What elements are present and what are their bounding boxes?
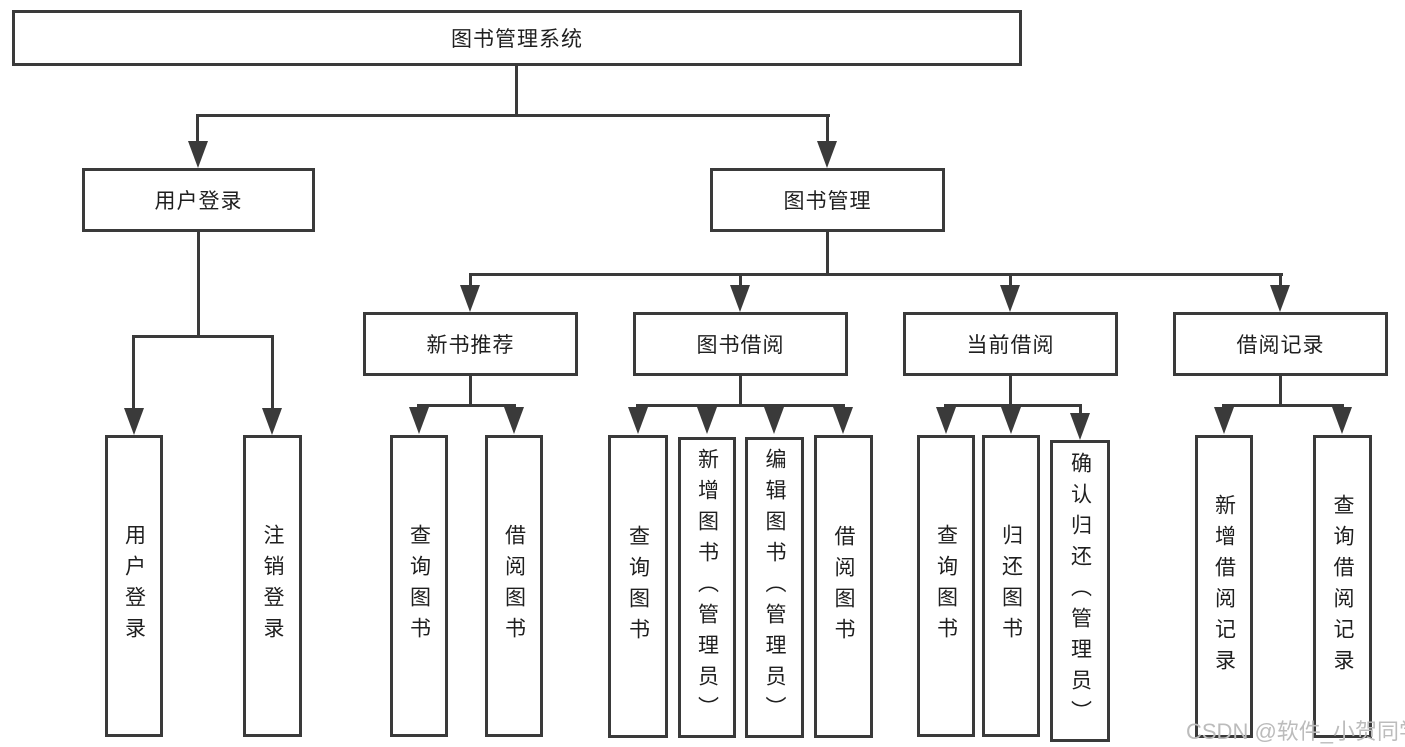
leaf-label: 查询图书 xyxy=(626,524,650,649)
leaf-label: 借阅图书 xyxy=(502,524,526,648)
arrowhead-down-bb-borrow xyxy=(833,407,853,434)
arrowhead-down-cb-query xyxy=(936,407,956,434)
connector-ul-drop xyxy=(197,231,200,338)
leaf-bb-add-book-admin: 新增图书（管理员） xyxy=(678,437,736,738)
arrowhead-down-current-borrow xyxy=(1000,285,1020,312)
node-book-borrow: 图书借阅 xyxy=(633,312,848,376)
arrowhead-down-br-add xyxy=(1214,407,1234,434)
connector-root-span xyxy=(196,114,830,117)
connector-nr-drop xyxy=(469,375,472,407)
leaf-user-login: 用户登录 xyxy=(105,435,163,737)
connector-cb-shaft-3 xyxy=(1079,404,1082,415)
arrowhead-down-borrow-records xyxy=(1270,285,1290,312)
leaf-label: 确认归还（管理员） xyxy=(1068,451,1092,731)
connector-cb-span xyxy=(944,404,1082,407)
connector-ul-shaft-1 xyxy=(132,335,135,413)
connector-bm-shaft-2 xyxy=(739,273,742,289)
leaf-bb-query-books: 查询图书 xyxy=(608,435,668,738)
node-label: 新书推荐 xyxy=(426,334,515,357)
connector-book-mgmt-shaft xyxy=(826,114,829,144)
leaf-label: 用户登录 xyxy=(122,524,146,648)
arrowhead-down-book-mgmt xyxy=(817,141,837,168)
leaf-cb-query-books: 查询图书 xyxy=(917,435,975,737)
leaf-bb-borrow-books: 借阅图书 xyxy=(814,435,873,738)
connector-user-login-shaft xyxy=(196,114,199,144)
arrowhead-down-nr-borrow xyxy=(504,407,524,434)
arrowhead-down-cb-confirm xyxy=(1070,413,1090,440)
connector-nr-span xyxy=(417,404,516,407)
node-label: 图书借阅 xyxy=(696,334,785,357)
leaf-label: 编辑图书（管理员） xyxy=(763,448,786,727)
connector-bm-shaft-3 xyxy=(1009,273,1012,289)
arrowhead-down-book-borrow xyxy=(730,285,750,312)
connector-root-drop xyxy=(515,64,518,117)
arrowhead-down-bb-add xyxy=(697,407,717,434)
leaf-label: 查询借阅记录 xyxy=(1331,493,1354,680)
connector-ul-span xyxy=(132,335,274,338)
leaf-logout: 注销登录 xyxy=(243,435,302,737)
leaf-cb-return-books: 归还图书 xyxy=(982,435,1040,737)
leaf-br-query-borrow-record: 查询借阅记录 xyxy=(1313,435,1372,738)
node-root: 图书管理系统 xyxy=(12,10,1022,66)
connector-bb-span xyxy=(636,404,845,407)
arrowhead-down-new-book-rec xyxy=(460,285,480,312)
arrowhead-down-cb-return xyxy=(1001,407,1021,434)
leaf-label: 查询图书 xyxy=(934,524,958,648)
arrowhead-down-br-query xyxy=(1332,407,1352,434)
leaf-nr-query-books: 查询图书 xyxy=(390,435,448,737)
node-root-label: 图书管理系统 xyxy=(451,28,583,51)
connector-br-span xyxy=(1222,404,1344,407)
connector-ul-shaft-2 xyxy=(271,335,274,413)
node-user-login-branch: 用户登录 xyxy=(82,168,315,232)
arrowhead-down-bb-query xyxy=(628,407,648,434)
connector-bm-shaft-1 xyxy=(469,273,472,289)
arrowhead-down-leaf-logout xyxy=(262,408,282,435)
leaf-label: 注销登录 xyxy=(261,524,284,648)
node-label: 借阅记录 xyxy=(1236,334,1325,357)
arrowhead-down-bb-edit xyxy=(764,407,784,434)
arrowhead-down-user-login xyxy=(188,141,208,168)
connector-br-drop xyxy=(1279,375,1282,407)
node-label: 图书管理 xyxy=(783,190,872,213)
leaf-cb-confirm-return-admin: 确认归还（管理员） xyxy=(1050,440,1110,742)
connector-bb-drop xyxy=(739,375,742,407)
arrowhead-down-leaf-user-login xyxy=(124,408,144,435)
node-borrow-records: 借阅记录 xyxy=(1173,312,1388,376)
leaf-label: 查询图书 xyxy=(407,524,431,648)
arrowhead-down-nr-query xyxy=(409,407,429,434)
leaf-nr-borrow-books: 借阅图书 xyxy=(485,435,543,737)
connector-bm-drop xyxy=(826,231,829,276)
watermark: CSDN @软件_小贺同学 xyxy=(1186,719,1405,744)
node-new-book-recommend: 新书推荐 xyxy=(363,312,578,376)
leaf-label: 新增借阅记录 xyxy=(1212,493,1236,680)
node-current-borrow: 当前借阅 xyxy=(903,312,1118,376)
node-label: 用户登录 xyxy=(154,190,243,213)
leaf-br-add-borrow-record: 新增借阅记录 xyxy=(1195,435,1253,738)
node-label: 当前借阅 xyxy=(966,334,1055,357)
connector-bm-shaft-4 xyxy=(1279,273,1282,289)
leaf-label: 借阅图书 xyxy=(832,524,855,649)
connector-bm-span xyxy=(469,273,1283,276)
leaf-label: 新增图书（管理员） xyxy=(695,448,719,727)
node-book-management: 图书管理 xyxy=(710,168,945,232)
connector-cb-drop xyxy=(1009,375,1012,407)
leaf-bb-edit-book-admin: 编辑图书（管理员） xyxy=(745,437,804,738)
leaf-label: 归还图书 xyxy=(999,524,1023,648)
